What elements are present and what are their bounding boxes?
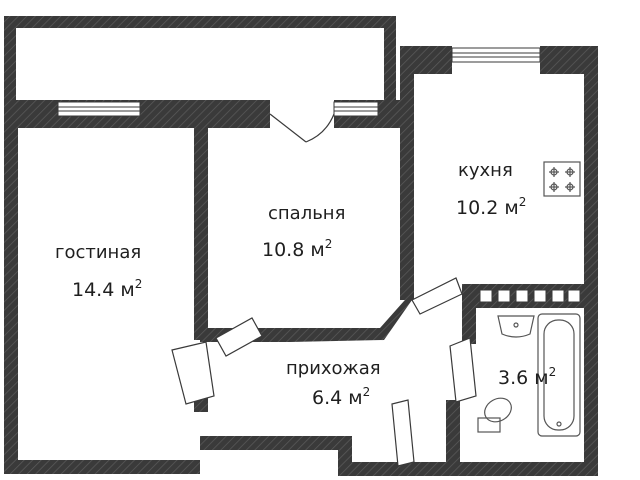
door-bedroom	[215, 317, 263, 357]
ventilation-shafts	[479, 289, 581, 303]
room-area-kitchen: 10.2 м2	[456, 195, 526, 219]
vent-1	[479, 289, 493, 303]
room-area-bathroom: 3.6 м2	[498, 365, 556, 389]
room-name-kitchen: кухня	[458, 160, 513, 181]
window-bedroom	[333, 101, 379, 117]
room-area-bedroom: 10.8 м2	[262, 237, 332, 261]
room-labels: гостиная 14.4 м2 спальня 10.8 м2 кухня 1…	[55, 160, 556, 409]
outer-wall-bottom-left	[4, 460, 200, 474]
vent-6	[567, 289, 581, 303]
stove-icon	[543, 161, 581, 197]
room-area-living: 14.4 м2	[72, 277, 142, 301]
room-area-kitchen-value: 10.2 м	[456, 197, 519, 219]
room-area-kitchen-unit-sup: 2	[519, 195, 527, 209]
outer-wall-bottom-mid	[200, 436, 352, 450]
wall-living-bedroom	[194, 118, 208, 340]
wall-living-hall-stub	[194, 398, 208, 412]
sink-icon	[497, 315, 535, 338]
window-kitchen	[451, 47, 541, 63]
wall-hall-bathroom	[462, 284, 476, 344]
wall-top-kitchen-left	[400, 46, 452, 74]
vent-4	[533, 289, 547, 303]
room-name-hallway: прихожая	[286, 358, 381, 379]
window-living	[57, 101, 141, 117]
wall-bedroom-kitchen	[400, 46, 414, 300]
outer-wall-right	[584, 46, 598, 476]
room-name-bedroom: спальня	[268, 203, 345, 224]
room-area-bedroom-unit-sup: 2	[325, 237, 333, 251]
room-area-hallway-unit-sup: 2	[363, 385, 371, 399]
vent-3	[515, 289, 529, 303]
wall-hall-bathroom-lower	[446, 400, 460, 476]
door-kitchen	[411, 277, 463, 315]
door-entrance	[391, 399, 415, 467]
room-area-bedroom-value: 10.8 м	[262, 239, 325, 261]
windows	[57, 47, 541, 117]
wall-bedroom-bottom-angled	[290, 292, 412, 342]
balcony-wall-right	[384, 16, 396, 102]
outer-wall-bottom-hall	[338, 462, 598, 476]
room-area-bathroom-value: 3.6 м	[498, 367, 549, 389]
balcony-wall-top	[4, 16, 396, 28]
room-area-hallway-value: 6.4 м	[312, 387, 363, 409]
vent-5	[551, 289, 565, 303]
door-living	[171, 341, 215, 405]
room-name-living: гостиная	[55, 242, 141, 263]
toilet-icon	[477, 397, 512, 433]
room-area-bathroom-unit-sup: 2	[549, 365, 557, 379]
room-area-hallway: 6.4 м2	[312, 385, 370, 409]
outer-wall-left	[4, 100, 18, 474]
door-balcony	[269, 113, 335, 143]
room-area-living-value: 14.4 м	[72, 279, 135, 301]
bathtub-icon	[537, 313, 581, 437]
room-area-living-unit-sup: 2	[135, 277, 143, 291]
vent-2	[497, 289, 511, 303]
balcony-wall-left	[4, 16, 16, 106]
doors	[171, 113, 477, 467]
door-bathroom	[449, 337, 477, 403]
